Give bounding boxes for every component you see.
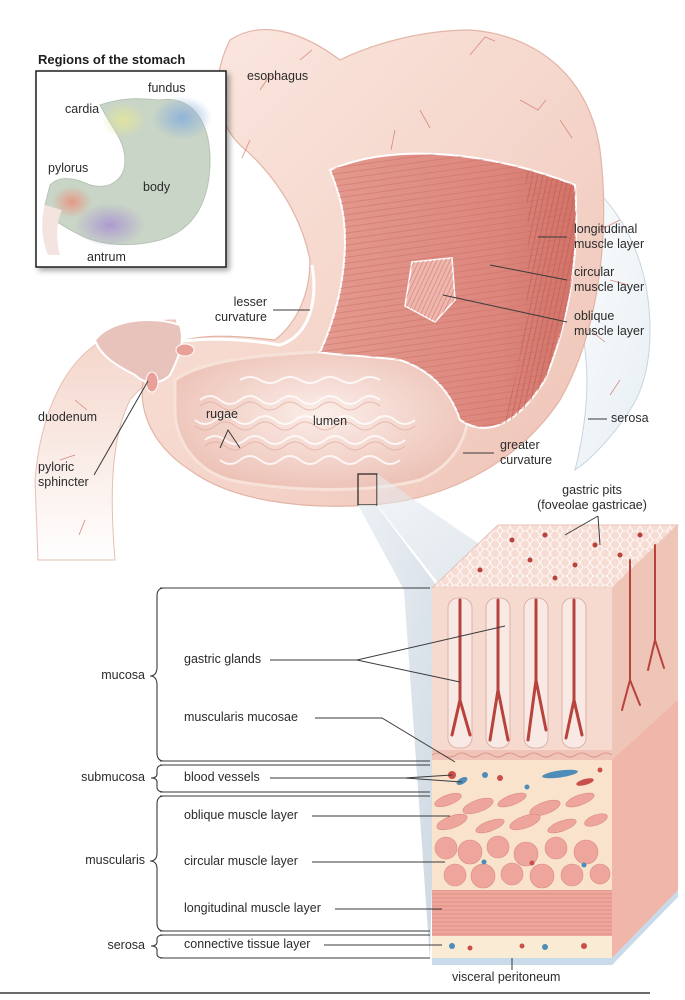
brace-mucosa bbox=[149, 587, 165, 762]
rugae-folds bbox=[194, 376, 416, 465]
label-line: muscle layer bbox=[574, 280, 645, 294]
circular-layer-vessels bbox=[481, 859, 587, 868]
label-blood-vessels: blood vessels bbox=[184, 770, 260, 784]
inset-duodenum bbox=[42, 205, 62, 255]
leader-lines bbox=[93, 236, 607, 970]
antrum-region bbox=[75, 203, 145, 247]
label-body: body bbox=[143, 180, 171, 194]
label-pylorus: pylorus bbox=[48, 161, 89, 175]
label-line: pyloric bbox=[38, 460, 75, 474]
label-circular-muscle-layer: circular muscle layer bbox=[184, 854, 298, 868]
brace-serosa bbox=[150, 934, 165, 959]
group-label-muscularis: muscularis bbox=[85, 853, 145, 867]
label-circular-muscle: circular muscle layer bbox=[574, 265, 644, 295]
rugae-shadows bbox=[194, 401, 416, 451]
label-antrum: antrum bbox=[87, 250, 126, 264]
label-line: oblique bbox=[574, 309, 615, 323]
brace-submucosa bbox=[150, 764, 165, 793]
label-line: (foveolae gastricae) bbox=[537, 498, 647, 512]
fundus-region bbox=[152, 96, 212, 140]
surface-vessels bbox=[59, 36, 629, 536]
label-fundus: fundus bbox=[148, 81, 186, 95]
label-greater-curvature: greater curvature bbox=[500, 438, 552, 468]
longitudinal-muscle-band bbox=[500, 170, 577, 425]
label-duodenum: duodenum bbox=[38, 410, 98, 424]
stomach-main bbox=[34, 29, 651, 561]
label-visceral-peritoneum: visceral peritoneum bbox=[452, 970, 561, 984]
label-line: longitudinal bbox=[574, 222, 638, 236]
oblique-muscle-fibers bbox=[405, 258, 455, 322]
label-oblique-muscle: oblique muscle layer bbox=[574, 309, 644, 339]
label-connective-tissue-layer: connective tissue layer bbox=[184, 937, 311, 951]
longitudinal-muscle-layer bbox=[432, 890, 612, 936]
leader-oblique bbox=[442, 294, 568, 323]
label-lumen: lumen bbox=[313, 414, 348, 428]
oblique-muscle-bundles bbox=[434, 792, 608, 834]
inset-stomach bbox=[42, 96, 212, 255]
label-esophagus: esophagus bbox=[247, 69, 309, 83]
brace-muscularis bbox=[149, 795, 165, 932]
group-label-serosa: serosa bbox=[107, 938, 145, 952]
leader-circular bbox=[489, 264, 568, 281]
gland-lumens bbox=[450, 544, 665, 742]
group-label-mucosa: mucosa bbox=[101, 668, 145, 682]
label-line: sphincter bbox=[38, 475, 89, 489]
label-line: circular bbox=[574, 265, 615, 279]
bottom-rule bbox=[0, 992, 650, 994]
pyloric-opening bbox=[93, 319, 183, 384]
label-line: muscle layer bbox=[574, 237, 645, 251]
label-line: gastric pits bbox=[562, 483, 622, 497]
submucosa-layer bbox=[432, 760, 612, 792]
connective-vessels bbox=[449, 943, 587, 951]
block-right-face-muscle bbox=[612, 700, 678, 965]
label-line: greater bbox=[500, 438, 540, 452]
label-serosa: serosa bbox=[611, 411, 649, 425]
label-line: curvature bbox=[500, 453, 553, 467]
leader-rugae bbox=[219, 428, 241, 449]
layer-braces bbox=[149, 587, 165, 959]
lumen bbox=[173, 350, 471, 491]
label-muscularis-mucosae: muscularis mucosae bbox=[184, 710, 298, 724]
label-oblique-muscle-layer: oblique muscle layer bbox=[184, 808, 298, 822]
leader-gastric-pits bbox=[564, 515, 601, 546]
label-longitudinal-muscle: longitudinal muscle layer bbox=[574, 222, 644, 252]
inset-title: Regions of the stomach bbox=[38, 52, 186, 67]
label-cardia: cardia bbox=[65, 102, 100, 116]
label-line: lesser bbox=[233, 295, 267, 309]
cardia-region bbox=[102, 102, 146, 138]
leader-blood-vessels bbox=[270, 774, 463, 783]
muscularis-mucosae-fibers bbox=[431, 752, 613, 758]
label-lesser-curvature: lesser curvature bbox=[207, 295, 267, 325]
submucosa-vessels bbox=[448, 767, 603, 790]
label-line: muscle layer bbox=[574, 324, 645, 338]
visceral-peritoneum-layer bbox=[432, 958, 612, 965]
leader-gastric-glands bbox=[270, 625, 506, 683]
pyloric-sphincter bbox=[145, 371, 159, 393]
label-longitudinal-muscle-layer: longitudinal muscle layer bbox=[184, 901, 321, 915]
label-gastric-glands: gastric glands bbox=[184, 652, 262, 666]
zoom-cone bbox=[358, 505, 440, 960]
circular-muscle-bundles bbox=[434, 835, 611, 889]
visceral-peritoneum-side bbox=[612, 890, 678, 965]
pyloric-sphincter-upper bbox=[175, 343, 195, 357]
leader-pyloric-sphincter bbox=[93, 380, 149, 476]
leader-muscularis-mucosae bbox=[315, 717, 456, 763]
group-label-submucosa: submucosa bbox=[81, 770, 145, 784]
label-pyloric-sphincter: pyloric sphincter bbox=[38, 460, 89, 490]
stomach-wall-cross-section bbox=[430, 524, 680, 965]
gastric-pit-dots bbox=[477, 532, 643, 581]
label-rugae: rugae bbox=[206, 407, 238, 421]
muscularis-mucosae-layer bbox=[432, 750, 612, 760]
label-line: curvature bbox=[214, 310, 267, 324]
label-gastric-pits: gastric pits (foveolae gastricae) bbox=[502, 483, 682, 513]
